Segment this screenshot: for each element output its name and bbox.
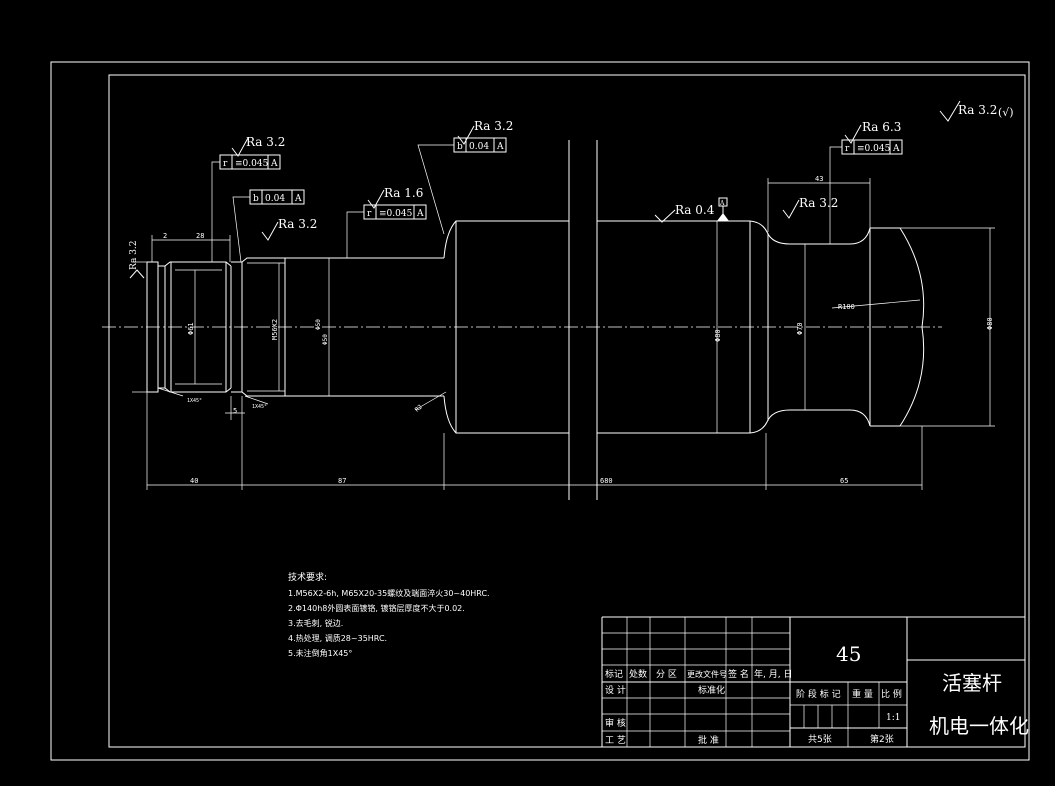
tb-scale: 1:1: [886, 713, 900, 723]
roughness-symbols: [129, 100, 961, 279]
dim-r100: R100: [838, 303, 855, 311]
note-line-4: 4.热处理, 调质28~35HRC.: [288, 633, 387, 643]
inner-frame: [108, 74, 1026, 748]
tb-h-count: 处数: [629, 668, 647, 680]
dim-28: 28: [196, 232, 204, 240]
notes-title: 技术要求:: [288, 571, 327, 583]
tb-sheet-no: 第2张: [870, 733, 894, 745]
tb-r-approve: 批 准: [698, 734, 719, 746]
ra-body-surface: Ra 0.4: [675, 203, 715, 217]
note-line-2: 2.Φ140h8外圆表面镀铬, 镀铬层厚度不大于0.02.: [288, 603, 465, 613]
tb-r-standard: 标准化: [698, 684, 725, 696]
tb-part-name: 活塞杆: [942, 671, 1002, 695]
tol4-val: 0.04: [469, 142, 489, 152]
tol4-ref: A: [496, 142, 504, 152]
outer-frame: [50, 61, 1030, 761]
note-line-1: 1.M56X2-6h, M65X20-35螺纹及端面淬火30~40HRC.: [288, 588, 490, 598]
tol2-sym: b: [253, 194, 259, 204]
tb-h-docno: 更改文件号: [687, 669, 727, 679]
ra-side-left: Ra 3.2: [129, 240, 139, 270]
dim-87: 87: [338, 477, 346, 485]
tb-h-mark: 标记: [605, 668, 623, 680]
tol5-ref: A: [892, 144, 900, 154]
dim-chamfer-mid: 1X45°: [252, 404, 267, 410]
tol1-val: ≡0.045: [235, 159, 269, 169]
dim-5: 5: [233, 407, 237, 415]
tol2-ref: A: [294, 194, 302, 204]
ra-left-mid: Ra 3.2: [278, 217, 317, 231]
ra-right-top: Ra 6.3: [862, 120, 901, 134]
tol3-val: ≡0.045: [379, 209, 413, 219]
ra-groove: Ra 3.2: [799, 196, 838, 210]
dim-680: 680: [600, 477, 613, 485]
tb-company: 机电一体化: [929, 714, 1029, 738]
dimension-lines: [132, 178, 995, 490]
tol3-ref: A: [416, 209, 424, 219]
tb-sheets-total: 共5张: [808, 734, 832, 745]
tb-r-process: 工 艺: [605, 735, 626, 746]
dim-43: 43: [815, 175, 823, 183]
tolerance-frames: [211, 137, 903, 263]
dim-r2: R2: [414, 403, 424, 413]
tb-r-review: 审 核: [605, 717, 626, 729]
dim-65: 65: [840, 477, 848, 485]
datum-label: A: [719, 200, 725, 207]
dim-40: 40: [190, 477, 198, 485]
tb-h-weight: 重 量: [852, 688, 873, 700]
dim-phi-right: Φ80: [986, 317, 994, 330]
tb-h-stage: 阶 段 标 记: [796, 688, 841, 700]
ra-left-top: Ra 3.2: [246, 135, 285, 149]
note-line-3: 3.去毛刺, 锐边.: [288, 618, 343, 628]
ra-shoulder: Ra 1.6: [384, 186, 423, 200]
tb-h-date: 年, 月, 日: [754, 668, 792, 680]
tol5-sym: r: [845, 144, 850, 154]
ra-overall: Ra 3.2: [958, 103, 997, 117]
tol2-val: 0.04: [265, 194, 285, 204]
tol1-ref: A: [270, 159, 278, 169]
dim-phi61: Φ61: [187, 322, 195, 335]
dim-phi50b: Φ50: [322, 334, 329, 345]
tb-h-zone: 分 区: [656, 669, 677, 680]
tol3-sym: r: [367, 209, 372, 219]
tol1-sym: r: [223, 159, 228, 169]
dim-phi80: Φ80: [714, 329, 722, 342]
dim-chamfer-left: 1X45°: [187, 398, 202, 404]
note-line-5: 5.未注倒角1X45°: [288, 648, 352, 658]
ra-body-top: Ra 3.2: [474, 119, 513, 133]
dim-phi70: Φ70: [796, 322, 804, 335]
tb-h-sign: 签 名: [728, 668, 749, 680]
piston-rod-outline: [146, 220, 925, 434]
ra-overall-suffix: (√): [998, 106, 1014, 119]
title-block: [601, 616, 1025, 747]
tb-material: 45: [836, 642, 861, 666]
dim-thread: M56X2: [271, 319, 279, 340]
tol5-val: ≡0.045: [857, 144, 891, 154]
dim-phi50a: Φ50: [315, 319, 322, 330]
dim-2: 2: [163, 232, 167, 240]
tb-r-design: 设 计: [605, 684, 626, 696]
tb-h-scale: 比 例: [881, 688, 902, 700]
tol4-sym: b: [457, 142, 463, 152]
